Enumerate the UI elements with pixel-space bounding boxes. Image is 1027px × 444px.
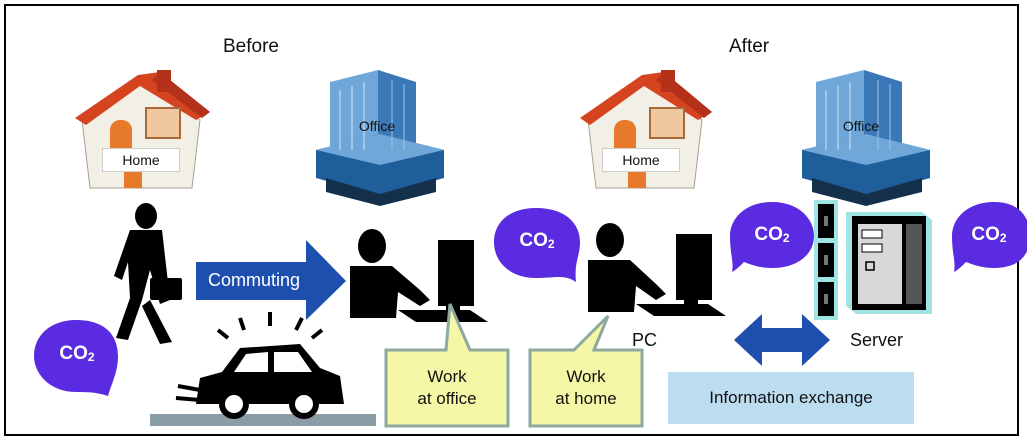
co2-bubble-office [494,208,580,282]
pc-label: PC [632,330,658,350]
home-worker-icon [588,223,726,316]
office-worker-icon [350,229,488,322]
walking-man-icon [114,203,182,344]
co2-bubble-server [952,202,1027,272]
work-at-office-callout [384,303,510,428]
information-exchange-box: Information exchange [668,372,914,424]
work-at-home-callout [528,314,644,428]
co2-bubble-car [34,320,118,396]
work-at-home-line2: at home [555,389,617,408]
after-title: After [729,36,770,57]
commuting-arrow [196,240,346,320]
work-at-office-line2: at office [417,389,477,408]
co2-text-car: CO2 [59,343,95,364]
home-label-before: Home [102,148,180,172]
office-label-before: Office [358,118,396,134]
office-building-icon-after [802,70,930,206]
work-at-home-text: Work at home [530,366,642,410]
co2-text-office: CO2 [519,230,555,251]
work-at-office-text: Work at office [386,366,508,410]
co2-bubble-home [730,202,814,272]
car-icon [150,312,376,426]
office-label-after: Office [842,118,880,134]
work-at-office-line1: Work [427,367,467,386]
co2-text-home: CO2 [754,224,790,245]
home-label-after: Home [602,148,680,172]
office-building-icon-before [316,70,444,206]
server-label: Server [850,330,904,350]
information-exchange-arrow [734,314,830,366]
work-at-home-line1: Work [566,367,606,386]
co2-text-server: CO2 [971,224,1007,245]
server-icon [814,200,932,320]
commuting-label: Commuting [208,270,301,290]
before-title: Before [223,36,279,57]
